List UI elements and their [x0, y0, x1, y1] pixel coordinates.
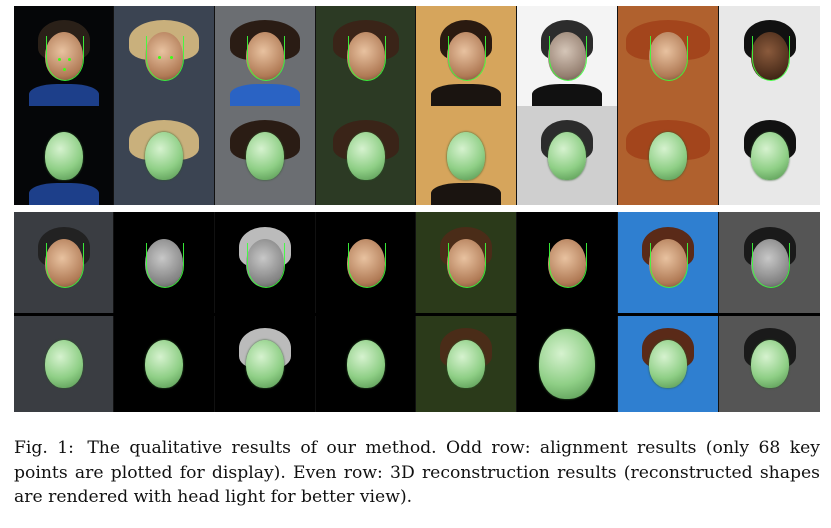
- bottom-alignment-row: [14, 212, 820, 313]
- top-reconstruction-row: [14, 106, 820, 205]
- top-alignment-row: [14, 6, 820, 106]
- bottom-panel: [14, 212, 820, 412]
- face-photo-alignment: [618, 212, 719, 313]
- face-mesh-reconstruction: [517, 106, 618, 205]
- face-mesh-reconstruction: [416, 106, 517, 205]
- face-mesh-reconstruction: [14, 106, 114, 205]
- face-photo-alignment: [416, 6, 517, 106]
- face-photo-alignment: [316, 212, 416, 313]
- face-mesh-reconstruction: [215, 106, 316, 205]
- face-mesh-reconstruction: [618, 106, 719, 205]
- face-mesh-reconstruction: [215, 316, 316, 412]
- bottom-reconstruction-row: [14, 316, 820, 412]
- figure-image: [14, 6, 820, 412]
- face-photo-alignment: [114, 6, 215, 106]
- face-mesh-reconstruction: [114, 106, 215, 205]
- face-photo-alignment: [215, 212, 316, 313]
- face-photo-alignment: [14, 212, 114, 313]
- face-mesh-reconstruction: [14, 316, 114, 412]
- face-photo-alignment: [114, 212, 215, 313]
- face-mesh-reconstruction: [316, 316, 416, 412]
- figure-caption: Fig. 1: The qualitative results of our m…: [14, 436, 820, 510]
- face-mesh-reconstruction: [719, 316, 820, 412]
- face-mesh-reconstruction: [719, 106, 820, 205]
- face-photo-alignment: [719, 6, 820, 106]
- top-panel: [14, 6, 820, 205]
- face-mesh-reconstruction: [416, 316, 517, 412]
- face-photo-alignment: [517, 212, 618, 313]
- face-mesh-reconstruction: [618, 316, 719, 412]
- face-mesh-reconstruction: [316, 106, 416, 205]
- face-photo-alignment: [316, 6, 416, 106]
- face-mesh-reconstruction: [114, 316, 215, 412]
- face-photo-alignment: [14, 6, 114, 106]
- caption-label: Fig. 1:: [14, 438, 74, 458]
- face-photo-alignment: [215, 6, 316, 106]
- face-photo-alignment: [618, 6, 719, 106]
- face-photo-alignment: [416, 212, 517, 313]
- caption-text: The qualitative results of our method. O…: [14, 438, 821, 507]
- face-photo-alignment: [517, 6, 618, 106]
- face-photo-alignment: [719, 212, 820, 313]
- face-mesh-reconstruction: [517, 316, 618, 412]
